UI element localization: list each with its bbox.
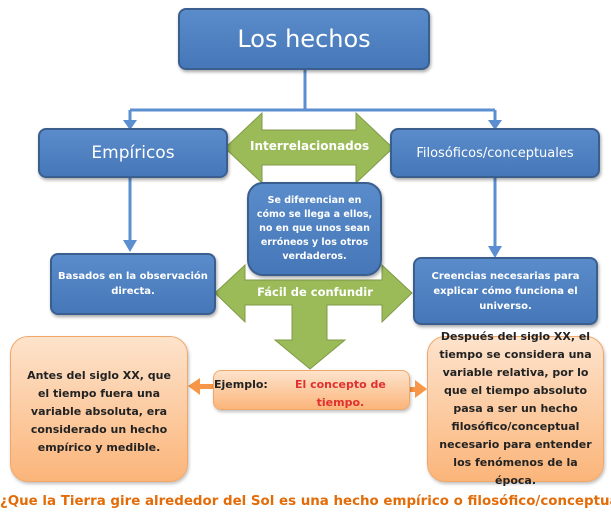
- arrow-down-icon: [488, 120, 502, 130]
- example-box: Ejemplo: El concepto de tiempo.: [213, 370, 410, 410]
- title-box: Los hechos: [178, 8, 430, 70]
- before-box: Antes del siglo XX, que el tiempo fuera …: [10, 336, 188, 482]
- difference-note-box: Se diferencian en cómo se llega a ellos,…: [247, 182, 382, 276]
- empiricos-description-box: Basados en la observación directa.: [50, 253, 216, 315]
- confuse-double-arrow: [214, 263, 413, 370]
- empiricos-box: Empíricos: [38, 128, 228, 178]
- example-value: El concepto de tiempo.: [294, 378, 386, 409]
- arrow-down-icon: [123, 120, 137, 130]
- arrow-down-icon: [123, 240, 137, 252]
- arrow-down-icon: [488, 246, 502, 258]
- after-box: Después del siglo XX, el tiempo se consi…: [427, 330, 604, 487]
- confuse-label: Fácil de confundir: [257, 285, 373, 299]
- filosoficos-description-box: Creencias necesarias para explicar cómo …: [413, 257, 598, 325]
- filosoficos-box: Filosóficos/conceptuales: [390, 128, 600, 178]
- interrelated-label: Interrelacionados: [250, 139, 370, 153]
- question-text: ¿Que la Tierra gire alrededor del Sol es…: [0, 494, 611, 509]
- arrow-right-icon: [415, 380, 427, 398]
- tree-lines: [128, 70, 497, 248]
- arrow-left-icon: [188, 378, 200, 395]
- example-label: Ejemplo:: [214, 378, 268, 391]
